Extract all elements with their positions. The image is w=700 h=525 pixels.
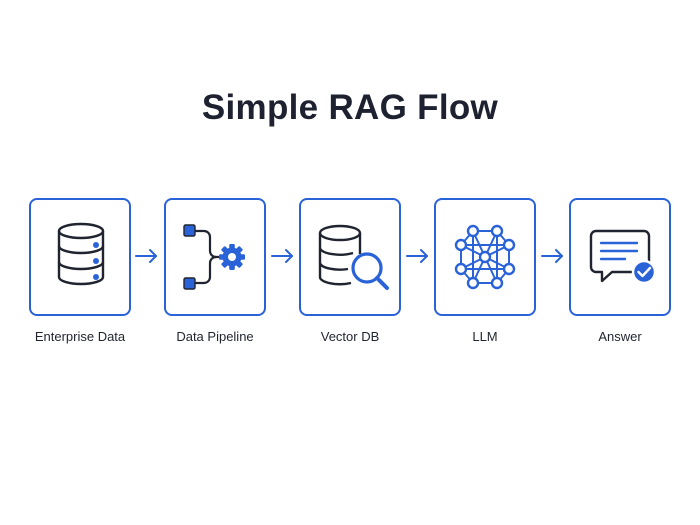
arrow-icon xyxy=(405,247,431,265)
node-llm xyxy=(434,198,536,316)
diagram-title: Simple RAG Flow xyxy=(201,88,499,127)
arrow-icon xyxy=(270,247,296,265)
chat-check-icon xyxy=(589,229,657,285)
node-data-pipeline xyxy=(164,198,266,316)
arrow-icon xyxy=(540,247,566,265)
node-label-enterprise-data: Enterprise Data xyxy=(34,329,126,344)
node-answer xyxy=(569,198,671,316)
node-label-llm: LLM xyxy=(472,329,498,344)
node-label-answer: Answer xyxy=(598,329,642,344)
database-icon xyxy=(57,222,105,286)
node-label-vector-db: Vector DB xyxy=(320,329,380,344)
node-label-data-pipeline: Data Pipeline xyxy=(176,329,254,344)
node-vector-db xyxy=(299,198,401,316)
pipeline-gear-icon xyxy=(183,224,245,290)
arrow-icon xyxy=(134,247,160,265)
neural-network-icon xyxy=(454,224,516,290)
database-search-icon xyxy=(318,224,389,290)
node-enterprise-data xyxy=(29,198,131,316)
